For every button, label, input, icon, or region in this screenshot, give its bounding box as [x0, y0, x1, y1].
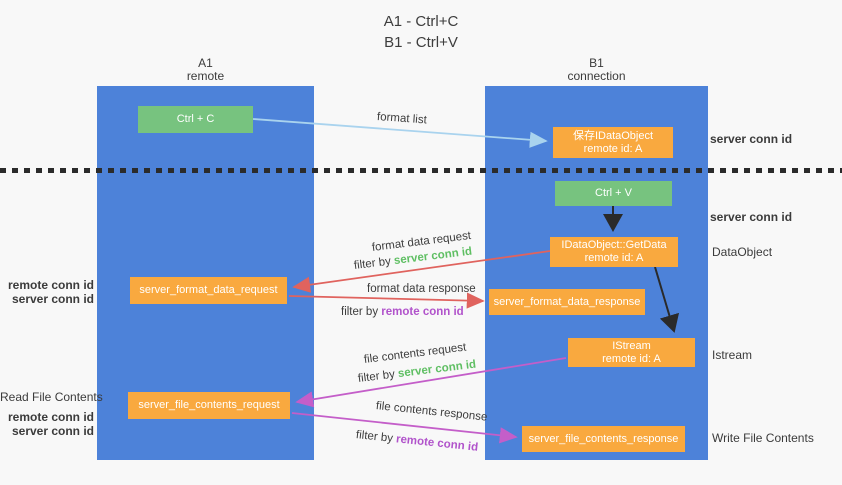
file-response-label: server_file_contents_response	[528, 432, 679, 445]
dataobject-label: DataObject	[712, 245, 773, 259]
file-request-label: server_file_contents_request	[138, 399, 280, 411]
getdata-line2: remote id: A	[584, 252, 644, 264]
filter-by-text: filter by	[353, 255, 392, 272]
remote-conn-id-left-1: remote conn id	[7, 278, 94, 292]
filter-by-text: filter by	[341, 306, 379, 318]
remote-conn-id-text: remote conn id	[381, 306, 464, 318]
arrow-format-data-response	[288, 292, 485, 309]
server-file-contents-response-node: server_file_contents_response	[522, 426, 685, 452]
ctrl-c-label: Ctrl + C	[176, 113, 215, 125]
file-contents-response-label: file contents response	[375, 400, 488, 424]
format-request-label: server_format_data_request	[139, 284, 278, 296]
format-response-label: server_format_data_response	[493, 295, 641, 308]
istream-line2: remote id: A	[602, 352, 661, 365]
title-line-2: B1 - Ctrl+V	[384, 34, 458, 51]
save-idataobject-line2: remote id: A	[583, 142, 643, 155]
write-file-contents-label: Write File Contents	[712, 431, 814, 445]
remote-conn-id-text: remote conn id	[395, 433, 479, 454]
server-conn-id-left-2: server conn id	[11, 424, 94, 438]
server-conn-id-right-1: server conn id	[710, 132, 793, 146]
filter-by-text: filter by	[357, 368, 396, 385]
lane-a1-name: A1	[198, 56, 213, 70]
read-file-contents-label: Read File Contents	[0, 390, 103, 404]
format-data-response-label: format data response	[367, 283, 476, 295]
ctrl-c-node: Ctrl + C	[138, 106, 253, 133]
lane-a1-header: A1 remote	[97, 57, 314, 83]
lane-a1-subtitle: remote	[186, 69, 225, 83]
lane-b1-header: B1 connection	[485, 57, 708, 83]
title-line-1: A1 - Ctrl+C	[383, 13, 459, 30]
filter-by-remote-conn-id-label-1: filter by remote conn id	[341, 306, 464, 318]
diagram-title: A1 - Ctrl+C B1 - Ctrl+V	[0, 11, 842, 53]
istream-line1: IStream	[612, 339, 651, 352]
server-format-data-request-node: server_format_data_request	[130, 277, 287, 304]
session-divider-line	[0, 168, 842, 173]
filter-by-remote-conn-id-label-2: filter by remote conn id	[355, 429, 478, 454]
idataobject-getdata-node: IDataObject::GetData remote id: A	[550, 237, 678, 267]
filter-by-text: filter by	[355, 429, 394, 445]
remote-conn-id-left-2: remote conn id	[7, 410, 94, 424]
server-file-contents-request-node: server_file_contents_request	[128, 392, 290, 419]
getdata-line1: IDataObject::GetData	[561, 239, 667, 251]
server-conn-id-left-1: server conn id	[11, 292, 94, 306]
ctrl-v-node: Ctrl + V	[555, 181, 672, 206]
save-idataobject-line1: 保存IDataObject	[572, 129, 654, 142]
server-conn-id-right-2: server conn id	[710, 210, 793, 224]
ctrl-v-label: Ctrl + V	[595, 187, 632, 199]
istream-node: IStream remote id: A	[568, 338, 695, 367]
server-format-data-response-node: server_format_data_response	[489, 289, 645, 315]
lane-b1-name: B1	[589, 56, 604, 70]
format-list-label: format list	[376, 111, 428, 127]
istream-side-label: Istream	[712, 348, 753, 362]
lane-b1-subtitle: connection	[567, 69, 626, 83]
server-conn-id-text: server conn id	[397, 358, 477, 381]
save-idataobject-node: 保存IDataObject remote id: A	[553, 127, 673, 158]
